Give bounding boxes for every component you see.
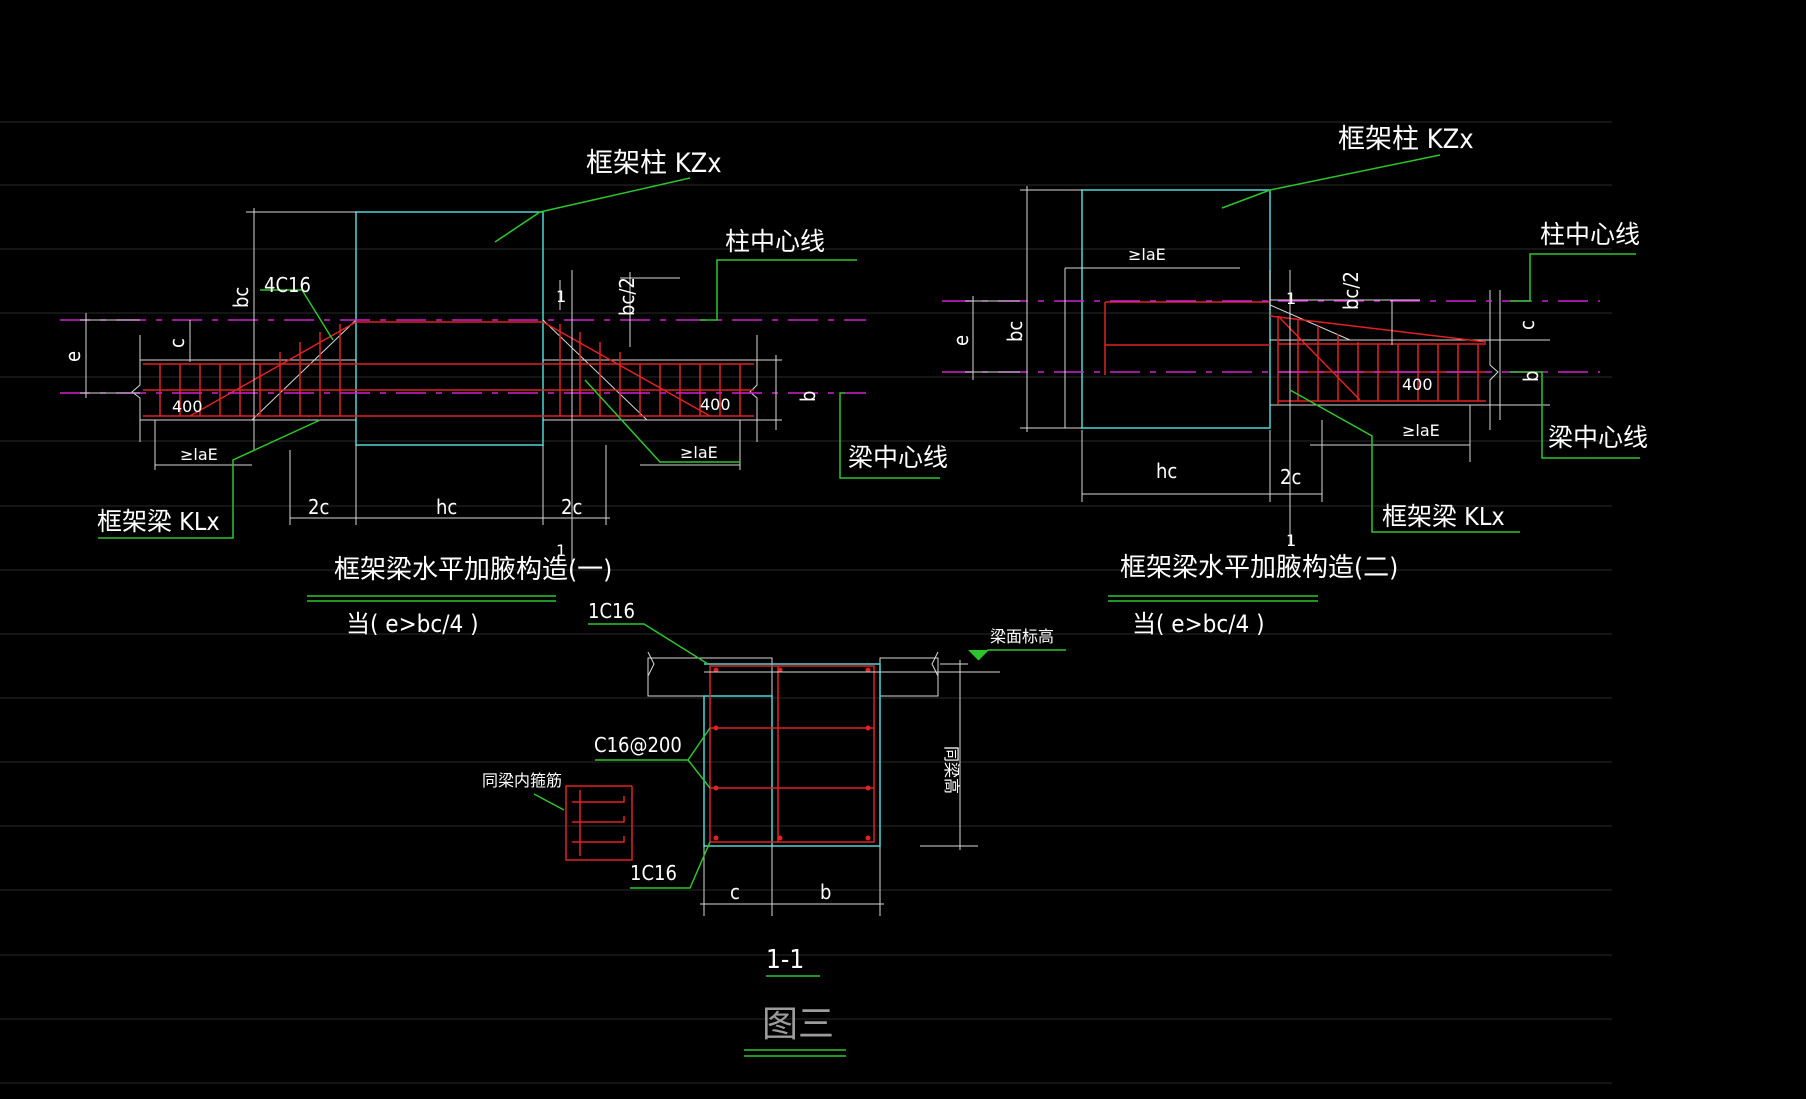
left-beam-center-label: 梁中心线 (848, 443, 948, 472)
right-dim-e: e (949, 335, 973, 346)
right-dim-hc: hc (1156, 459, 1177, 483)
beam-section-hatch (771, 663, 881, 847)
left-column-hatch (355, 211, 544, 446)
left-dim-c: c (165, 338, 189, 348)
left-rebar-label: 4C16 (264, 273, 311, 297)
right-title: 框架梁水平加腋构造(二) (1120, 553, 1398, 583)
left-beam-label: 框架梁 KLx (97, 507, 220, 536)
right-dim-c: c (1515, 320, 1539, 330)
right-haunch-detail: 框架柱 KZx 柱中心线 梁中心线 框架梁 KLx ≥laE ≥laE bc b… (942, 124, 1648, 638)
left-leaders (98, 177, 940, 602)
left-dim-b: b (796, 391, 820, 402)
section-rebar-top-label: 1C16 (588, 599, 635, 623)
left-title: 框架梁水平加腋构造(一) (334, 555, 612, 585)
left-lae-right: ≥laE (680, 443, 718, 462)
section-rebar (709, 665, 875, 843)
right-len-400: 400 (1402, 375, 1433, 394)
left-len-400-right: 400 (700, 395, 731, 414)
right-leaders (1108, 154, 1640, 602)
right-beam-center-label: 梁中心线 (1548, 423, 1648, 452)
left-haunch-detail: 框架柱 KZx 柱中心线 梁中心线 框架梁 KLx 4C16 bc bc/2 e… (60, 148, 948, 638)
left-dimensions (80, 208, 782, 575)
right-beam-label: 框架梁 KLx (1382, 502, 1505, 531)
left-len-400-left: 400 (172, 397, 203, 416)
left-column-center-label: 柱中心线 (725, 227, 825, 256)
right-dimensions (965, 186, 1550, 545)
right-section-mark-top: 1 (1286, 289, 1296, 308)
right-dim-bc2: bc/2 (1339, 271, 1363, 310)
section-stirrup-label: C16@200 (594, 733, 682, 757)
figure-title: 图三 (762, 1004, 834, 1045)
section-dim-b: b (820, 880, 831, 904)
left-dim-2c-left: 2c (308, 495, 329, 519)
left-beam-outline (131, 319, 758, 442)
right-condition: 当( e>bc/4 ) (1132, 610, 1265, 638)
left-dim-hc: hc (436, 495, 457, 519)
section-dim-c: c (730, 880, 740, 904)
left-dim-bc: bc (229, 287, 253, 308)
right-column-hatch (1081, 189, 1271, 429)
left-rebar (143, 321, 754, 417)
beam-top-level-label: 梁面标高 (990, 627, 1054, 646)
slab-right-hatch (879, 657, 939, 697)
left-condition: 当( e>bc/4 ) (346, 610, 479, 638)
right-dim-bc: bc (1003, 321, 1027, 342)
left-section-mark-bottom: 1 (556, 541, 566, 560)
same-beam-stirrup-symbol (565, 785, 633, 861)
right-lae-top: ≥laE (1128, 245, 1166, 264)
beam-height-label: 同梁高 (942, 746, 961, 794)
right-lae-bottom: ≥laE (1402, 421, 1440, 440)
left-dim-bc2: bc/2 (615, 277, 639, 316)
section-title: 1-1 (766, 945, 804, 975)
left-section-mark-top: 1 (556, 287, 566, 306)
right-section-mark-bottom: 1 (1286, 531, 1296, 550)
right-column-center-label: 柱中心线 (1540, 220, 1640, 249)
left-lae-left: ≥laE (180, 445, 218, 464)
left-column-label: 框架柱 KZx (586, 148, 722, 179)
right-dim-2c: 2c (1280, 465, 1301, 489)
left-dim-2c-right: 2c (561, 495, 582, 519)
same-beam-stirrup-label: 同梁内箍筋 (482, 771, 562, 790)
left-dim-e: e (61, 351, 85, 362)
background-grid (0, 121, 1612, 1084)
right-column-label: 框架柱 KZx (1338, 124, 1474, 155)
right-dim-b: b (1519, 371, 1543, 382)
right-beam-outline (1269, 290, 1499, 430)
section-1-1-detail: 1C16 C16@200 1C16 梁面标高 同梁内箍筋 同梁高 c b 1-1… (482, 599, 1066, 1057)
section-dimensions (700, 660, 1000, 916)
haunch-outline (703, 663, 881, 847)
section-rebar-bottom-label: 1C16 (630, 861, 677, 885)
section-leaders (533, 623, 1066, 1057)
